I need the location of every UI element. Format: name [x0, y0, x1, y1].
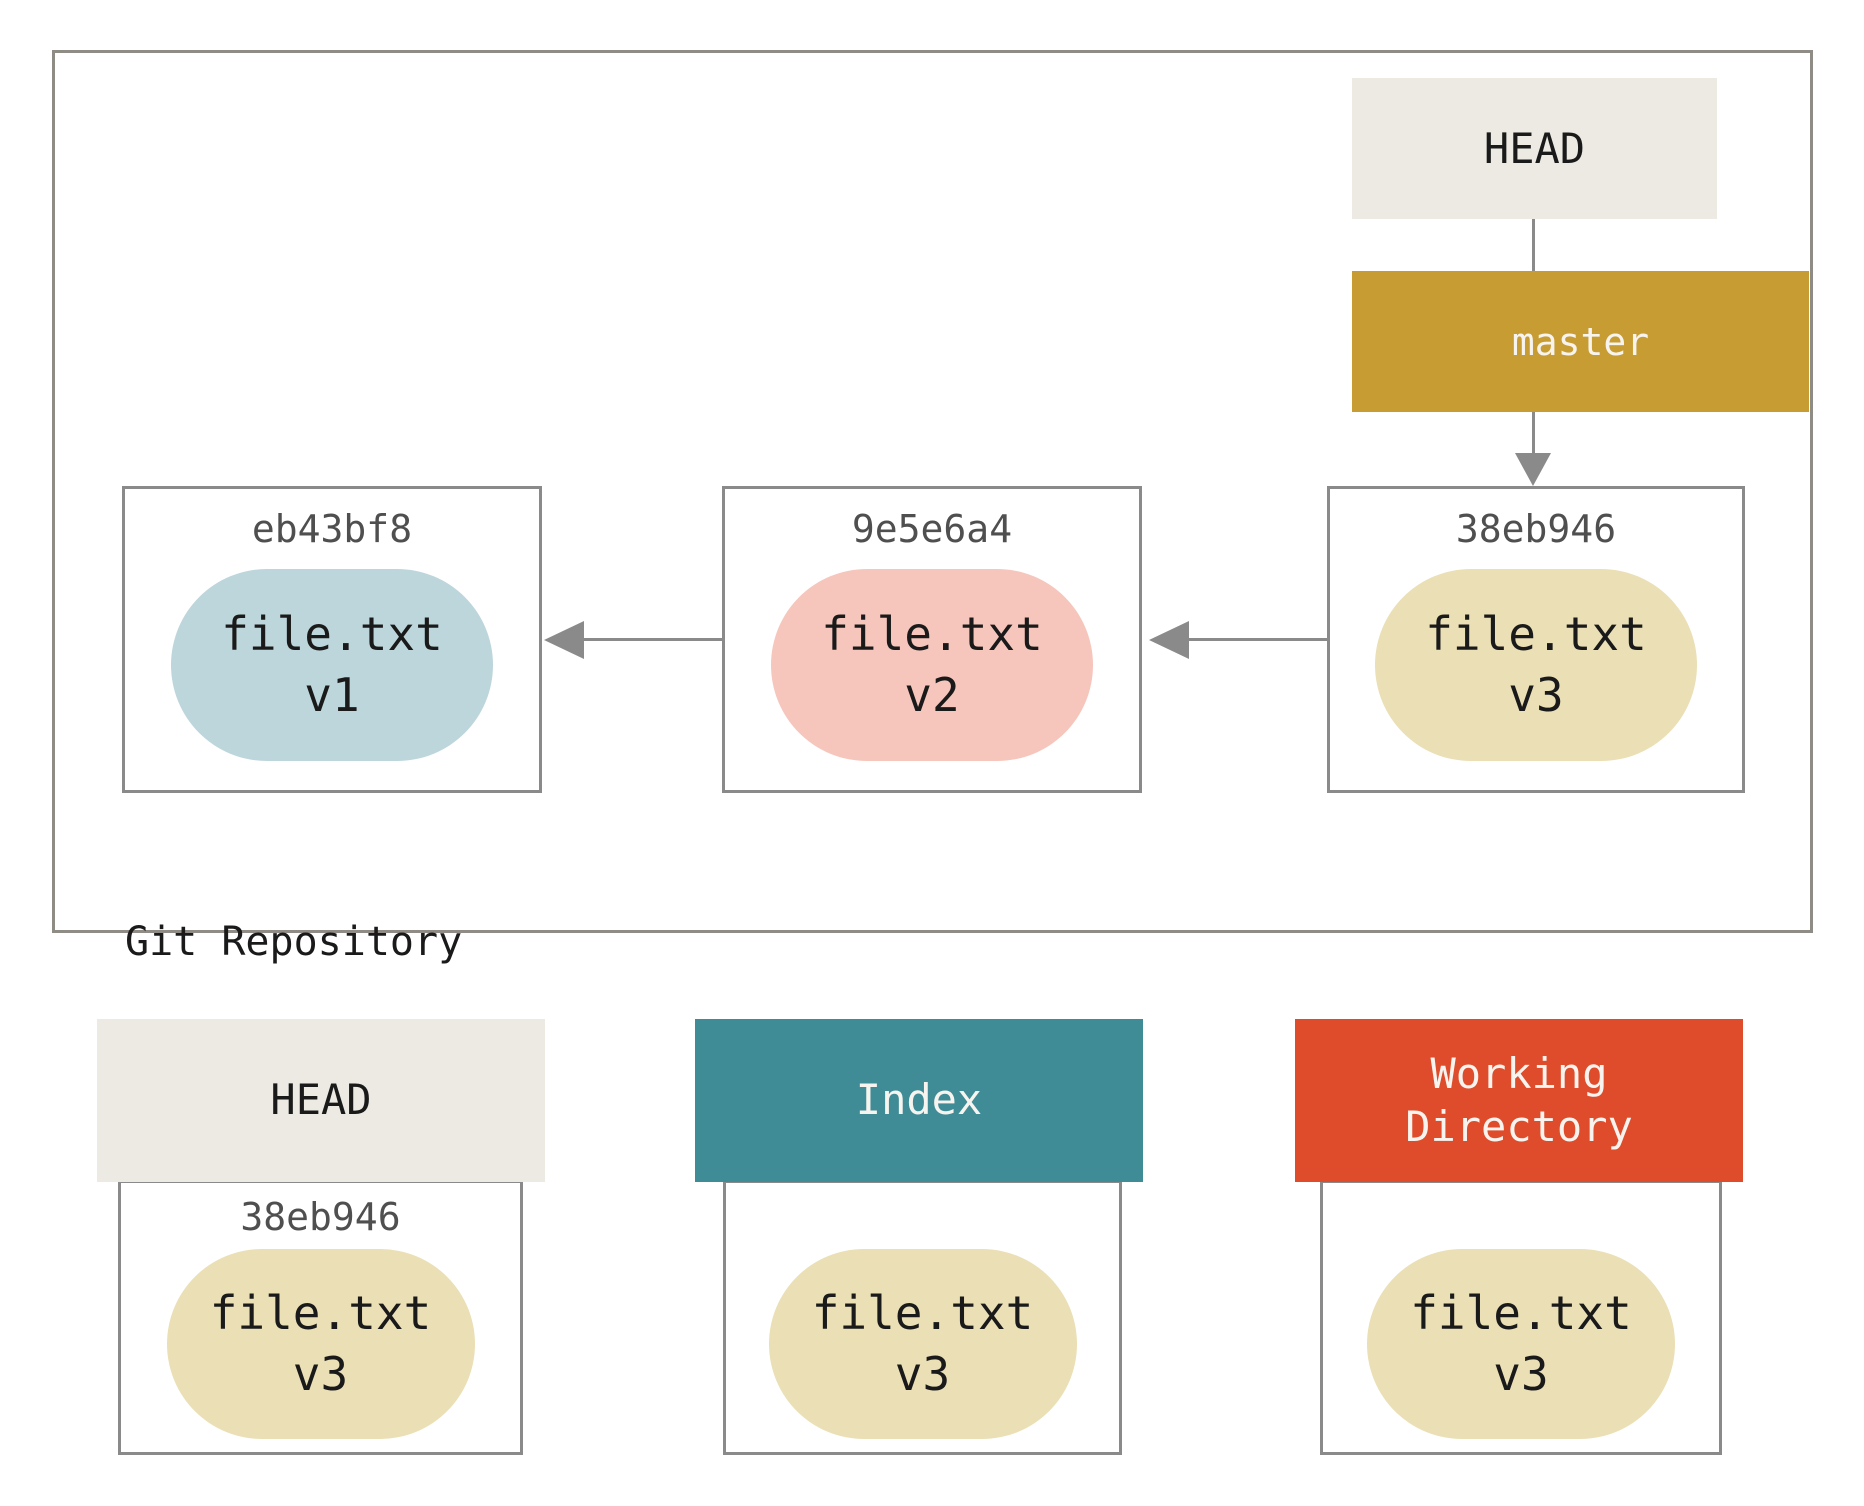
- blob-version: v3: [894, 1347, 951, 1401]
- file-blob-pill: file.txt v3: [1375, 569, 1697, 761]
- head-area-header: HEAD: [97, 1019, 545, 1182]
- commit-node-9e5e6a4: 9e5e6a4 file.txt v2: [722, 486, 1142, 793]
- file-blob-pill: file.txt v1: [171, 569, 493, 761]
- blob-version: v1: [304, 668, 360, 722]
- git-repository-label: Git Repository: [125, 919, 463, 965]
- commit-hash: eb43bf8: [251, 507, 413, 551]
- workdir-area-label: Working Directory: [1405, 1049, 1633, 1151]
- head-area-label: HEAD: [270, 1075, 372, 1125]
- index-area-box: file.txt v3: [723, 1180, 1122, 1455]
- arrow-left-icon: [544, 621, 584, 659]
- master-branch-label: master: [1511, 319, 1650, 364]
- index-area-label: Index: [855, 1075, 983, 1125]
- commit-node-38eb946: 38eb946 file.txt v3: [1327, 486, 1745, 793]
- commit-node-eb43bf8: eb43bf8 file.txt v1: [122, 486, 542, 793]
- commit3-to-commit2-line: [1189, 638, 1327, 641]
- blob-version: v3: [1493, 1347, 1549, 1401]
- blob-version: v3: [1508, 668, 1564, 722]
- blob-version: v2: [904, 668, 960, 722]
- head-area-box: 38eb946 file.txt v3: [118, 1180, 523, 1455]
- file-blob-pill: file.txt v3: [166, 1249, 475, 1439]
- arrow-down-icon: [1515, 453, 1551, 486]
- file-blob-pill: file.txt v3: [1367, 1249, 1675, 1439]
- blob-filename: file.txt: [1410, 1286, 1632, 1341]
- git-repository-box: Git Repository: [52, 50, 1813, 965]
- head-ref-box: HEAD: [1352, 78, 1717, 219]
- commit-hash: 9e5e6a4: [851, 507, 1013, 551]
- blob-version: v3: [292, 1347, 349, 1401]
- master-branch-box: master: [1352, 271, 1809, 412]
- file-blob-pill: file.txt v2: [771, 569, 1093, 761]
- workdir-area-header: Working Directory: [1295, 1019, 1743, 1182]
- index-area-header: Index: [695, 1019, 1143, 1182]
- commit-hash: 38eb946: [1455, 507, 1617, 551]
- blob-filename: file.txt: [821, 607, 1043, 662]
- workdir-area-box: file.txt v3: [1320, 1180, 1722, 1455]
- arrow-left-icon: [1149, 621, 1189, 659]
- blob-filename: file.txt: [811, 1286, 1034, 1341]
- blob-filename: file.txt: [209, 1286, 432, 1341]
- master-to-commit-line: [1532, 412, 1535, 456]
- commit2-to-commit1-line: [584, 638, 722, 641]
- head-area-hash: 38eb946: [240, 1195, 401, 1239]
- head-to-master-line: [1532, 219, 1535, 271]
- file-blob-pill: file.txt v3: [768, 1249, 1077, 1439]
- blob-filename: file.txt: [221, 607, 443, 662]
- head-ref-label: HEAD: [1483, 124, 1586, 173]
- blob-filename: file.txt: [1425, 607, 1647, 662]
